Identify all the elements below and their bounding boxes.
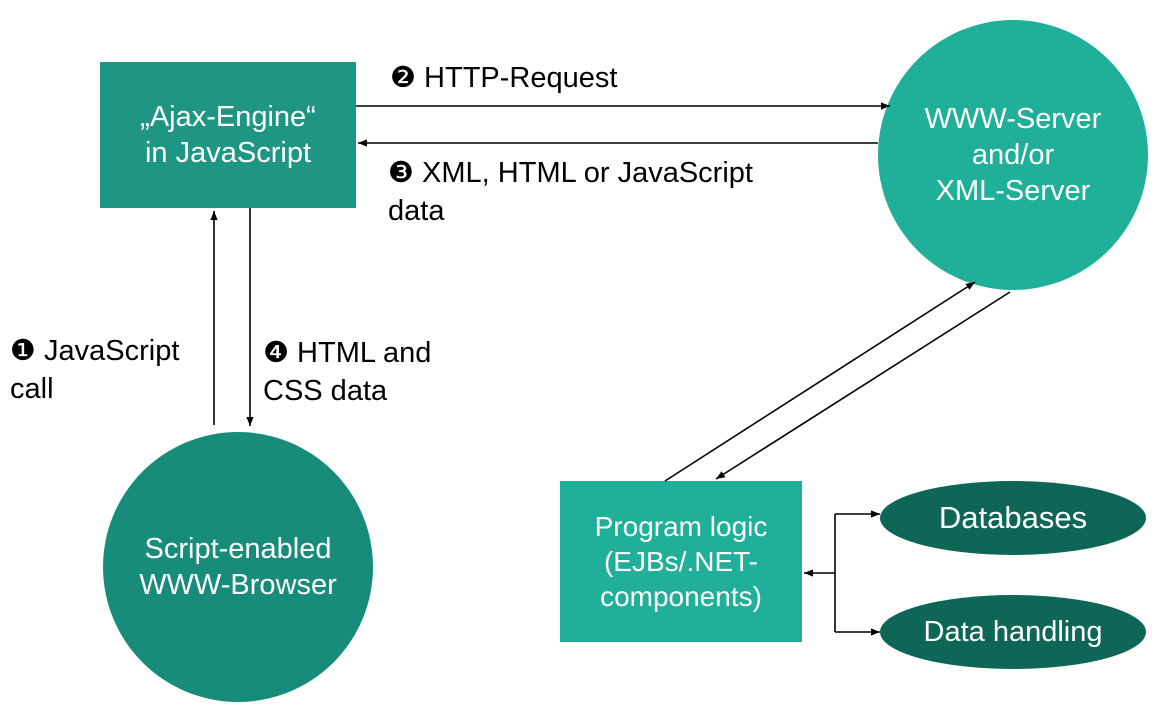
server-node: WWW-Server and/or XML-Server: [878, 20, 1148, 290]
data-handling-node: Data handling: [880, 595, 1146, 669]
html-css-line1: ❹ HTML and: [263, 337, 432, 369]
xml-response-label: ❸ XML, HTML or JavaScript data: [388, 155, 753, 230]
data-handling-ellipse: [880, 595, 1146, 669]
databases-ellipse: [880, 481, 1146, 555]
program-logic-box: [560, 481, 802, 642]
server-to-logic-arrow: [715, 291, 1011, 480]
program-logic-line3: components): [600, 581, 762, 612]
browser-circle: [103, 432, 373, 702]
logic-to-server-arrow: [664, 281, 976, 482]
program-logic-node: Program logic (EJBs/.NET- components): [560, 481, 802, 642]
http-request-label: ❷ HTTP-Request: [390, 60, 617, 98]
ajax-engine-line2: in JavaScript: [144, 137, 311, 169]
xml-response-line2: data: [388, 194, 445, 227]
javascript-call-label: ❶ JavaScript call: [10, 333, 179, 408]
server-line1: WWW-Server: [924, 102, 1102, 135]
javascript-call-line1: ❶ JavaScript: [10, 335, 180, 367]
ajax-engine-box: [100, 62, 356, 208]
javascript-call-line2: call: [10, 372, 54, 405]
data-handling-label: Data handling: [923, 615, 1103, 648]
ajax-engine-line1: „Ajax-Engine“: [140, 100, 316, 133]
browser-line2: WWW-Browser: [139, 569, 337, 601]
http-request-text: ❷ HTTP-Request: [390, 62, 618, 94]
program-logic-line1: Program logic: [594, 511, 768, 542]
server-line2: and/or: [971, 138, 1055, 171]
xml-response-line1: ❸ XML, HTML or JavaScript: [388, 157, 753, 189]
databases-node: Databases: [880, 481, 1146, 555]
databases-label: Databases: [938, 499, 1088, 535]
ajax-engine-node: „Ajax-Engine“ in JavaScript: [100, 62, 356, 208]
program-logic-line2: (EJBs/.NET-: [603, 546, 758, 577]
html-css-label: ❹ HTML and CSS data: [263, 335, 431, 410]
browser-node: Script-enabled WWW-Browser: [103, 432, 373, 702]
server-circle: [878, 20, 1148, 290]
browser-line1: Script-enabled: [144, 532, 332, 565]
html-css-line2: CSS data: [263, 374, 388, 407]
server-line3: XML-Server: [935, 175, 1091, 208]
